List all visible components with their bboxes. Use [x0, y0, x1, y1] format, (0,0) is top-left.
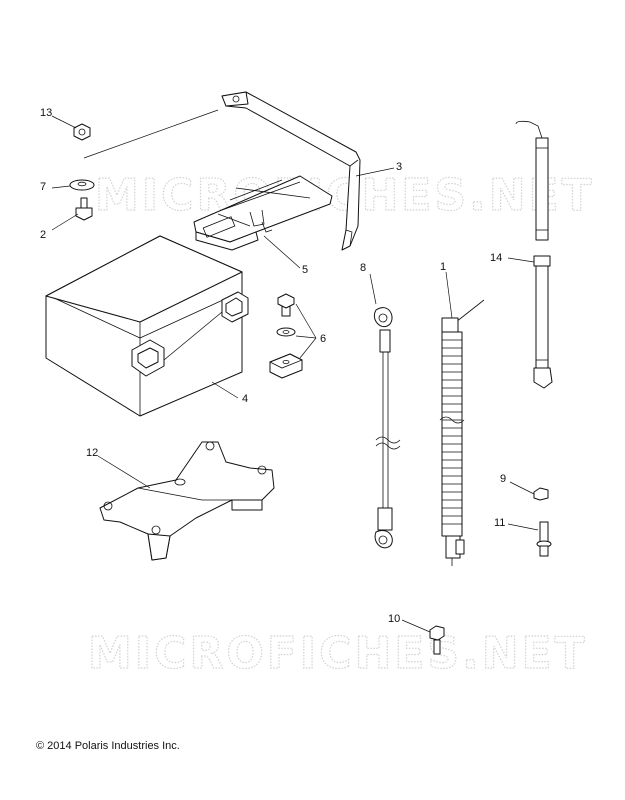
leader-5 [263, 235, 301, 269]
callout-5: 5 [302, 264, 308, 276]
part-1-positive-cable [439, 299, 485, 566]
part-13-nut [73, 123, 91, 141]
part-2-bolt [75, 197, 93, 221]
callout-3: 3 [396, 161, 402, 173]
callout-7: 7 [40, 181, 46, 193]
leader-10 [401, 619, 431, 633]
part-14-strap-lower [533, 255, 553, 389]
leader-13 [51, 115, 77, 129]
copyright-notice: © 2014 Polaris Industries Inc. [36, 740, 180, 752]
part-3-hold-down-strap [221, 91, 361, 251]
part-6-terminal-hardware [269, 293, 303, 379]
part-11-pin [536, 521, 552, 557]
leader-4 [211, 381, 239, 399]
callout-10: 10 [388, 613, 400, 625]
callout-9: 9 [500, 473, 506, 485]
callout-1: 1 [440, 261, 446, 273]
watermark-bottom: MICROFICHES.NET [88, 628, 588, 679]
leader-14 [507, 257, 535, 263]
leader-7 [51, 185, 71, 189]
part-5-cover-plate [193, 175, 333, 251]
part-12-battery-tray [99, 441, 275, 561]
part-10-screw [429, 625, 445, 655]
callout-2: 2 [40, 229, 46, 241]
callout-8: 8 [360, 262, 366, 274]
callout-12: 12 [86, 447, 98, 459]
callout-4: 4 [242, 393, 248, 405]
callout-11: 11 [494, 517, 505, 529]
callout-13: 13 [40, 107, 52, 119]
part-14-strap-upper [515, 120, 549, 241]
callout-6: 6 [320, 333, 326, 345]
watermark-top: MICROFICHES.NET [95, 170, 595, 221]
part-8-ground-cable [374, 307, 401, 549]
part-9-nut [533, 487, 549, 501]
callout-14: 14 [490, 252, 502, 264]
leader-1 [445, 271, 453, 319]
leader-3 [355, 167, 395, 177]
leader-8 [369, 273, 377, 305]
leader-2 [51, 213, 79, 231]
part-7-washer [69, 179, 95, 191]
part-4-battery [45, 235, 249, 417]
leader-12 [97, 455, 151, 489]
leader-11 [507, 523, 539, 531]
leader-9 [509, 481, 535, 495]
